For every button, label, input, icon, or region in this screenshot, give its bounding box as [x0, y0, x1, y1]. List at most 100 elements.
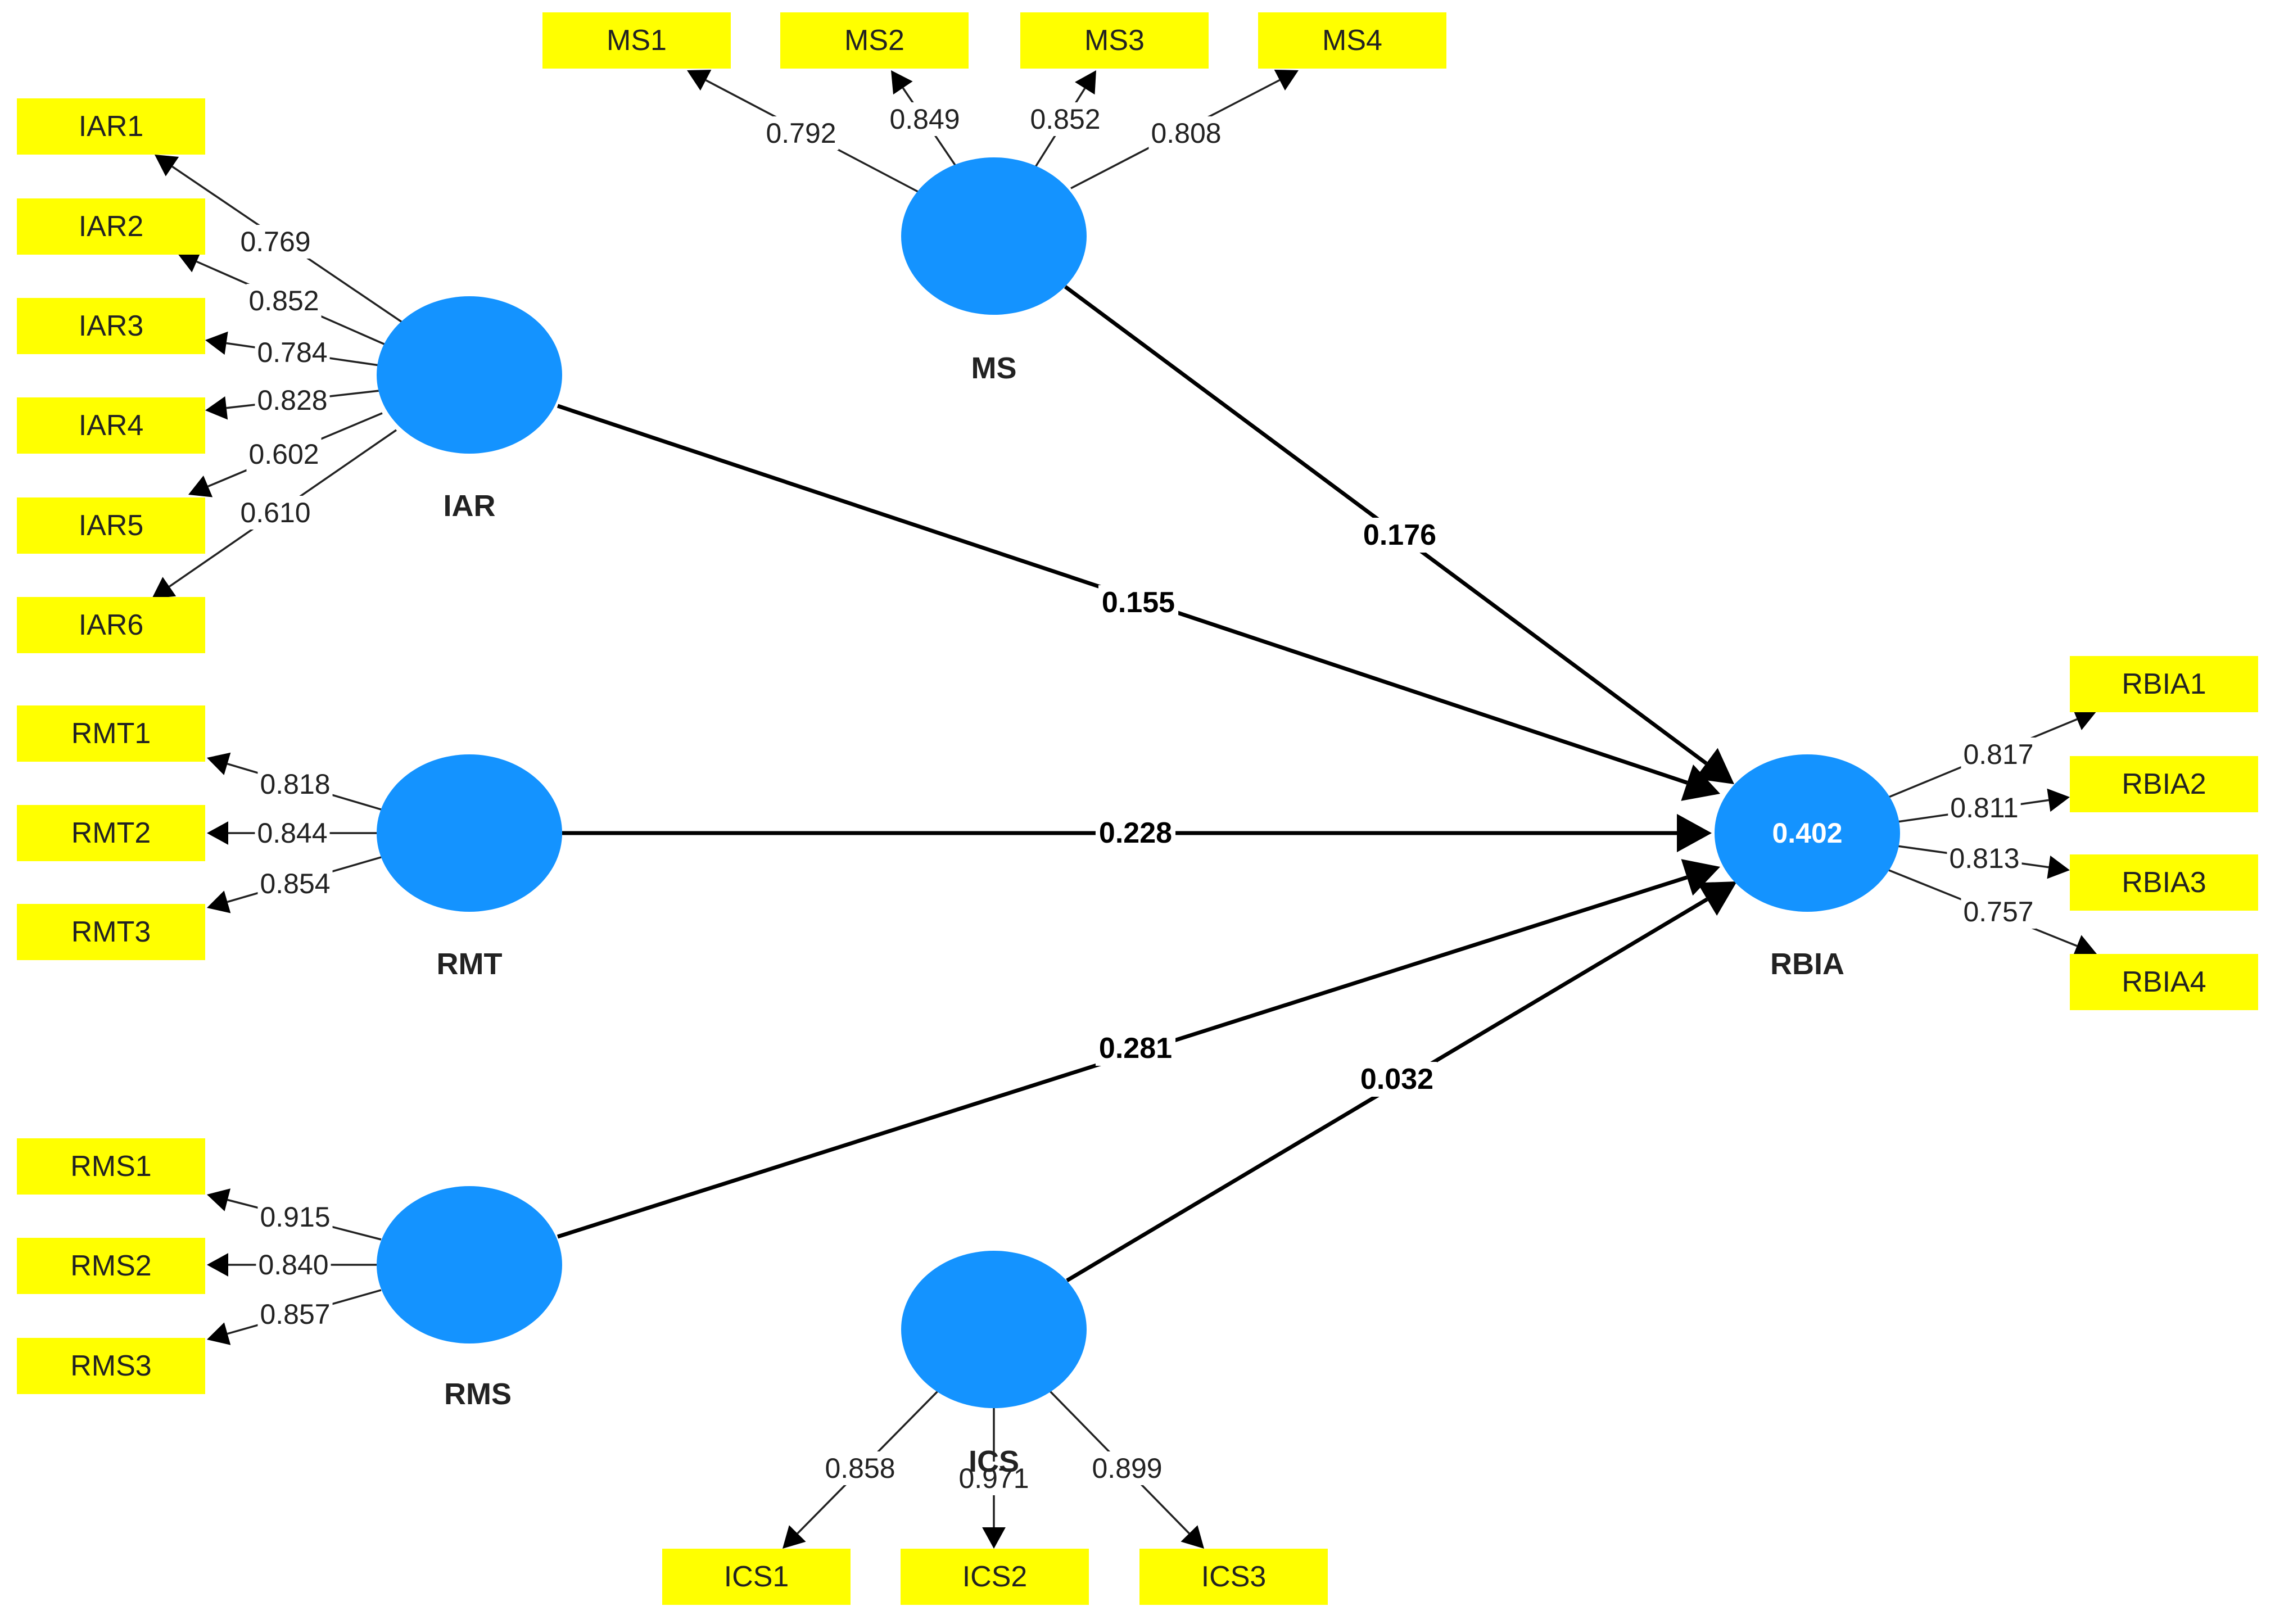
loading-value-ics1-background	[822, 1451, 898, 1485]
loading-value-rbia4-background	[1961, 895, 2036, 929]
indicator-box-rms2	[17, 1238, 205, 1294]
loading-arrowhead-rms1	[207, 1188, 231, 1211]
latent-label-rmt: RMT	[437, 947, 503, 981]
indicator-box-iar3	[17, 298, 205, 354]
path-arrowhead-ms	[1694, 748, 1734, 784]
indicator-box-rbia3	[2070, 854, 2258, 911]
loading-value-iar4-group: 0.828	[255, 383, 330, 417]
loading-value-iar3: 0.784	[257, 337, 327, 368]
indicator-rmt1: RMT1	[17, 705, 205, 762]
loading-value-iar3-group: 0.784	[255, 336, 330, 369]
indicator-iar2: IAR2	[17, 198, 205, 255]
loading-value-ms4: 0.808	[1151, 117, 1221, 149]
indicator-rmt2: RMT2	[17, 805, 205, 861]
indicator-box-iar2	[17, 198, 205, 255]
loading-value-rms1: 0.915	[260, 1201, 330, 1233]
indicator-label-ms1: MS1	[607, 24, 667, 57]
indicator-rms3: RMS3	[17, 1338, 205, 1394]
indicator-label-iar1: IAR1	[79, 110, 144, 143]
indicator-label-ms2: MS2	[844, 24, 904, 57]
latent-label-iar: IAR	[444, 489, 496, 523]
latent-label-ms: MS	[971, 351, 1017, 385]
loading-value-rmt2-background	[255, 816, 330, 850]
loading-value-ms4-group: 0.808	[1148, 116, 1224, 150]
loading-arrowhead-rbia4	[2072, 935, 2097, 957]
indicator-rmt3: RMT3	[17, 904, 205, 960]
loading-value-rbia4-group: 0.757	[1961, 895, 2036, 929]
loading-value-rbia1-background	[1961, 738, 2036, 771]
indicator-box-ms1	[542, 12, 731, 69]
loading-value-iar4: 0.828	[257, 384, 327, 416]
path-coefficient-iar-group: 0.155	[1098, 585, 1179, 620]
latent-ics: ICS	[901, 1251, 1087, 1478]
loading-value-rms2-group: 0.840	[256, 1248, 331, 1282]
indicator-label-ics3: ICS3	[1201, 1560, 1267, 1593]
loading-arrowhead-ics3	[1181, 1525, 1204, 1549]
latent-circle-iar	[377, 296, 562, 454]
indicator-rbia4: RBIA4	[2070, 954, 2258, 1010]
loading-value-rbia1-group: 0.817	[1961, 738, 2036, 771]
indicator-box-rms3	[17, 1338, 205, 1394]
latent-circle-rmt	[377, 754, 562, 912]
loading-value-rmt2-group: 0.844	[255, 816, 330, 850]
loading-arrowhead-ms1	[687, 70, 712, 91]
loading-arrowhead-iar6	[152, 577, 177, 599]
latent-ms: MS	[901, 157, 1087, 385]
indicator-box-iar5	[17, 497, 205, 554]
indicator-rms2: RMS2	[17, 1238, 205, 1294]
indicator-label-iar6: IAR6	[79, 609, 144, 641]
r-squared-value-rbia: 0.402	[1772, 817, 1842, 849]
loading-arrowhead-rbia3	[2047, 856, 2070, 879]
indicator-iar4: IAR4	[17, 397, 205, 454]
indicator-label-iar3: IAR3	[79, 310, 144, 342]
loading-value-ms3: 0.852	[1030, 103, 1100, 135]
path-coefficient-ics: 0.032	[1360, 1063, 1433, 1096]
indicator-label-rms2: RMS2	[70, 1250, 151, 1282]
latent-label-rms: RMS	[444, 1377, 512, 1411]
path-coefficient-rms-group: 0.281	[1095, 1031, 1176, 1066]
indicator-iar3: IAR3	[17, 298, 205, 354]
loading-value-ics2-group: 0.971	[956, 1462, 1032, 1495]
loading-value-rbia2-background	[1948, 791, 2021, 825]
loading-value-rbia2: 0.811	[1950, 792, 2018, 824]
loading-value-rms3: 0.857	[260, 1299, 330, 1330]
loading-value-ms2: 0.849	[889, 103, 960, 135]
indicator-ms1: MS1	[542, 12, 731, 69]
loading-value-ms2-background	[887, 102, 962, 136]
loading-value-ics2-background	[956, 1462, 1032, 1495]
latent-circle-ms	[901, 157, 1087, 315]
indicator-iar5: IAR5	[17, 497, 205, 554]
latent-label-rbia: RBIA	[1770, 947, 1844, 981]
loading-arrowhead-ics1	[783, 1525, 806, 1549]
loading-value-iar3-background	[255, 336, 330, 369]
indicator-box-rbia2	[2070, 756, 2258, 812]
loading-value-rmt3: 0.854	[260, 868, 330, 899]
loading-value-ics2: 0.971	[958, 1463, 1029, 1494]
indicator-box-rms1	[17, 1138, 205, 1195]
loading-value-rbia3-group: 0.813	[1947, 842, 2022, 875]
indicator-box-iar4	[17, 397, 205, 454]
loading-value-iar1-background	[238, 225, 313, 259]
loading-arrowhead-rmt3	[207, 890, 231, 913]
loading-value-ics3-background	[1089, 1451, 1165, 1485]
indicator-ms4: MS4	[1258, 12, 1446, 69]
indicator-label-iar4: IAR4	[79, 409, 144, 442]
loading-value-iar2: 0.852	[248, 285, 319, 316]
path-coefficient-rms-background	[1095, 1031, 1176, 1066]
indicator-box-iar1	[17, 98, 205, 155]
indicator-box-rbia1	[2070, 656, 2258, 712]
indicator-iar6: IAR6	[17, 597, 205, 653]
loading-value-ms1-background	[763, 116, 839, 150]
loading-arrowhead-ms3	[1075, 70, 1096, 95]
path-coefficient-ics-group: 0.032	[1356, 1062, 1437, 1097]
latent-label-ics: ICS	[969, 1445, 1019, 1478]
indicator-rbia2: RBIA2	[2070, 756, 2258, 812]
indicator-box-ms3	[1020, 12, 1209, 69]
path-arrowhead-rmt	[1677, 813, 1712, 853]
indicator-label-ics1: ICS1	[724, 1560, 789, 1593]
loading-value-iar4-background	[255, 383, 330, 417]
latent-rms: RMS	[377, 1186, 562, 1411]
